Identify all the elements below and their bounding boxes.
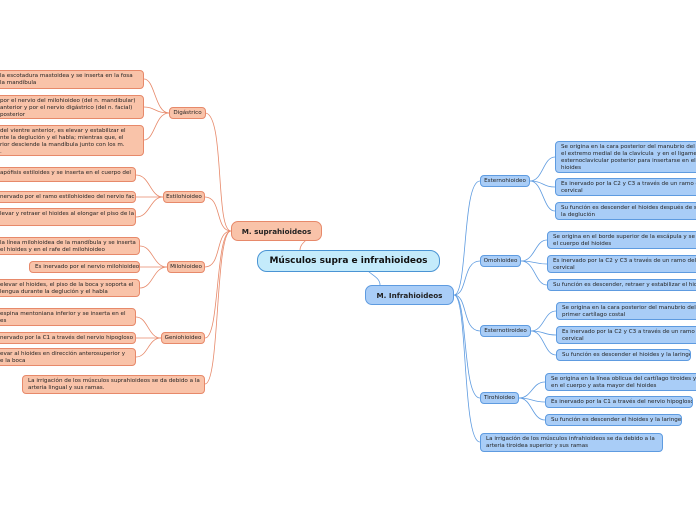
esternohioideo-leaf-1[interactable]: Se origina en la cara posterior del manu…: [555, 141, 696, 173]
tirohioideo-leaf-1[interactable]: Se origina en la línea oblicua del cartí…: [545, 373, 696, 391]
omohioideo-leaf-3[interactable]: Su función es descender, retraer y estab…: [547, 279, 696, 291]
estilohioideo-leaf-2[interactable]: nervado por el ramo estilohioideo del ne…: [0, 191, 136, 203]
estilohioideo-leaf-3[interactable]: levar y retraer el hioides al elongar el…: [0, 208, 136, 226]
digastrico-topic[interactable]: Digástrico: [169, 107, 206, 119]
central-topic[interactable]: Músculos supra e infrahioideos: [257, 250, 440, 272]
geniohioideo-leaf-3[interactable]: evar al hioides en dirección anterosuper…: [0, 348, 136, 366]
infra-main-topic[interactable]: M. Infrahioideos: [365, 285, 454, 305]
esternotiroideo-leaf-3[interactable]: Su función es descender el hioides y la …: [556, 349, 691, 361]
estilohioideo-topic[interactable]: Estilohioideo: [163, 191, 205, 203]
infra-irrigacion[interactable]: La irrigación de los músculos infrahioid…: [480, 433, 663, 452]
esternohioideo-leaf-2[interactable]: Es inervado por la C2 y C3 a través de u…: [555, 178, 696, 196]
estilohioideo-leaf-1[interactable]: apófisis estiloides y se inserta en el c…: [0, 167, 136, 182]
esternohioideo-leaf-3[interactable]: Su función es descender el hioides despu…: [555, 202, 696, 220]
omohioideo-leaf-1[interactable]: Se origina en el borde superior de la es…: [547, 231, 696, 249]
esternohioideo-topic[interactable]: Esternohioideo: [480, 175, 530, 187]
supra-irrigacion[interactable]: La irrigación de los músculos suprahioid…: [22, 375, 205, 394]
tirohioideo-leaf-3[interactable]: Su función es descender el hioides y la …: [545, 414, 682, 426]
milohioideo-topic[interactable]: Milohioideo: [167, 261, 205, 273]
tirohioideo-topic[interactable]: Tirohioideo: [480, 392, 519, 404]
milohioideo-leaf-2[interactable]: Es inervado por el nervio milohioideo: [29, 261, 140, 273]
geniohioideo-leaf-2[interactable]: nervado por la C1 a través del nervio hi…: [0, 332, 136, 344]
omohioideo-leaf-2[interactable]: Es inervado por la C2 y C3 a través de u…: [547, 255, 696, 273]
esternotiroideo-leaf-2[interactable]: Es inervado por la C2 y C3 a través de u…: [556, 326, 696, 344]
milohioideo-leaf-3[interactable]: elevar el hioides, el piso de la boca y …: [0, 279, 140, 297]
digastrico-leaf-1[interactable]: la escotadura mastoidea y se inserta en …: [0, 70, 144, 89]
milohioideo-leaf-1[interactable]: la línea milohioidea de la mandíbula y s…: [0, 237, 140, 255]
geniohioideo-leaf-1[interactable]: espina mentoniana inferior y se inserta …: [0, 308, 136, 326]
tirohioideo-leaf-2[interactable]: Es inervado por la C1 a través del nervi…: [545, 396, 693, 408]
esternotiroideo-leaf-1[interactable]: Se origina en la cara posterior del manu…: [556, 302, 696, 320]
geniohioideo-topic[interactable]: Geniohioideo: [161, 332, 205, 344]
supra-main-topic[interactable]: M. suprahioideos: [231, 221, 322, 241]
omohioideo-topic[interactable]: Omohioideo: [480, 255, 521, 267]
esternotiroideo-topic[interactable]: Esternotiroideo: [480, 325, 531, 337]
digastrico-leaf-3[interactable]: del vientre anterior, es elevar y estabi…: [0, 125, 144, 156]
digastrico-leaf-2[interactable]: por el nervio del milohioideo (del n. ma…: [0, 95, 144, 119]
